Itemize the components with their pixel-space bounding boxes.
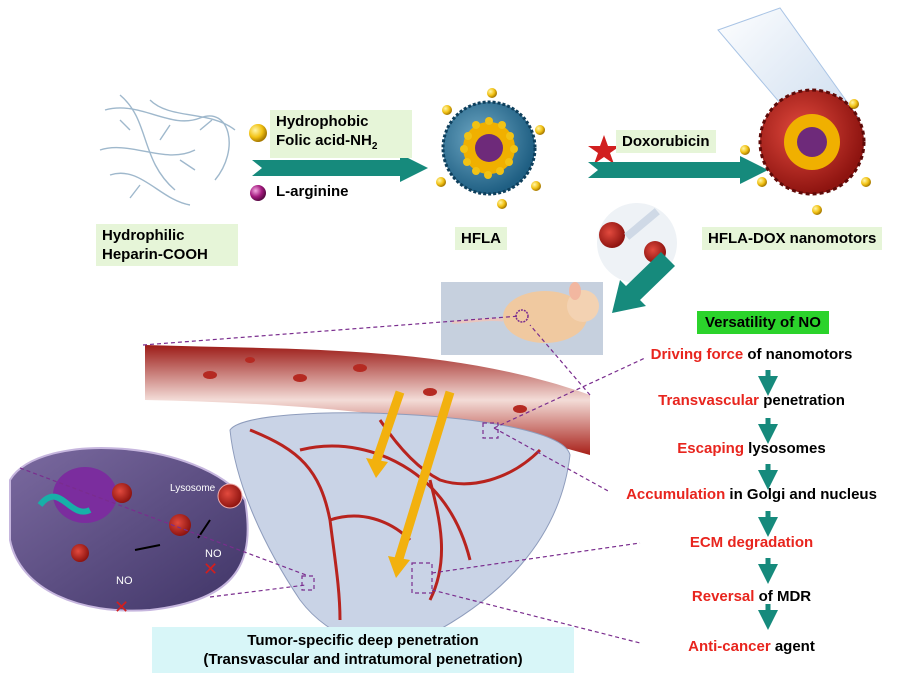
hfla-label: HFLA: [455, 227, 507, 250]
step-black-text: of nanomotors: [743, 346, 853, 363]
svg-text:✕: ✕: [114, 597, 129, 617]
step-red-text: Reversal: [691, 588, 755, 605]
synthesis-arrow-2: [588, 156, 768, 184]
caption-box: Tumor-specific deep penetration (Transva…: [152, 627, 574, 673]
heparin-label: Hydrophilic Heparin-COOH: [96, 224, 238, 266]
step-red-text: Driving force: [650, 346, 744, 363]
l-arginine-label: L-arginine: [276, 183, 349, 200]
caption-line1: Tumor-specific deep penetration: [247, 632, 479, 649]
penetration-arrow-1: [371, 390, 405, 464]
hfla-nanoparticle-icon: [436, 88, 545, 209]
step-black-text: lysosomes: [743, 440, 826, 457]
lysosome-label: Lysosome: [170, 483, 216, 494]
l-arginine-bead-icon: [250, 185, 266, 201]
reagent-box: Hydrophobic Folic acid-NH2: [270, 110, 412, 158]
step-red-text: Accumulation: [626, 486, 726, 503]
step-black-text: penetration: [759, 392, 845, 409]
step-red-text: Transvascular: [658, 392, 760, 409]
step-anti-cancer: Anti-cancer agent: [580, 638, 923, 655]
step-red-text: Anti-cancer: [688, 638, 771, 655]
caption-line2: (Transvascular and intratumoral penetrat…: [203, 651, 523, 668]
folic-acid-subscript: 2: [371, 141, 378, 152]
no-label-1: NO: [116, 575, 133, 587]
doxorubicin-star-icon: [588, 135, 620, 164]
nanomotor-label: HFLA-DOX nanomotors: [702, 227, 883, 250]
step-driving-force: Driving force of nanomotors: [580, 346, 923, 363]
step-accumulation: Accumulation in Golgi and nucleus: [580, 486, 923, 503]
step-red-text: Escaping: [677, 440, 744, 457]
versatility-title: Versatility of NO: [697, 311, 829, 334]
reagent-folic-acid: Folic acid-NH2: [276, 131, 406, 156]
heparin-label-line1: Hydrophilic: [102, 227, 185, 244]
tumor-tissue: [229, 412, 571, 647]
mouse-photo: [441, 282, 603, 355]
synthesis-arrow-1: [252, 154, 428, 182]
tumor-capillaries: [249, 419, 542, 621]
heparin-label-line2: Heparin-COOH: [102, 246, 208, 263]
step-black-text: agent: [770, 638, 815, 655]
step-escaping: Escaping lysosomes: [580, 440, 923, 457]
hfla-dox-nanomotor-icon: [740, 88, 871, 215]
injection-arrow: [612, 252, 675, 313]
no-label-2: NO: [205, 548, 222, 560]
step-black-text: of MDR: [754, 588, 812, 605]
folic-acid-bead-icon: [249, 124, 267, 142]
doxorubicin-label: Doxorubicin: [616, 130, 716, 153]
step-reversal-mdr: Reversal of MDR: [580, 588, 923, 605]
step-red-text: ECM degradation: [689, 534, 814, 551]
step-ecm-degradation: ECM degradation: [580, 534, 923, 551]
heparin-polymer-icon: [99, 94, 236, 206]
tumor-cell-illustration: ✕ ✕: [9, 447, 249, 617]
step-black-text: in Golgi and nucleus: [725, 486, 877, 503]
step-transvascular: Transvascular penetration: [580, 392, 923, 409]
folic-acid-text: Folic acid-NH: [276, 132, 372, 149]
reagent-hydrophobic: Hydrophobic: [276, 113, 369, 130]
penetration-arrow-2: [393, 390, 455, 564]
red-blood-cells: [203, 357, 527, 413]
svg-text:✕: ✕: [203, 559, 218, 579]
zoom-connectors: [19, 315, 646, 644]
